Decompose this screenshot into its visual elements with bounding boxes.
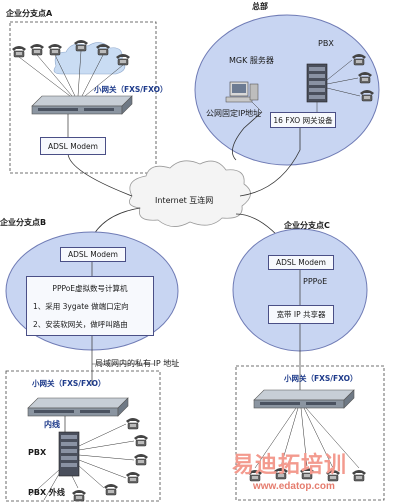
branch-a-gateway-label: 小网关（FXS/FXO）: [94, 85, 168, 94]
watermark-url: www.edatop.com: [253, 481, 335, 492]
branch-b-pppoe-line2: 2、安装软网关，做呼叫路由: [33, 319, 128, 329]
branch-b-pbx-outer-label: PBX 外线: [28, 488, 65, 497]
branch-b-pbx-label: PBX: [28, 448, 47, 457]
hq-pc: [225, 81, 259, 103]
hq-fxo-box: 16 FXO 网关设备: [270, 112, 336, 128]
hq-title: 总部: [252, 2, 268, 11]
branch-b-pppoe-box: PPPoE虚拟数号计算机 1、采用 3ygate 做端口定向 2、安装软网关，做…: [26, 276, 154, 336]
internet-label: Internet 互连网: [155, 196, 214, 205]
branch-c-pppoe-label: PPPoE: [303, 277, 328, 286]
hq-fixed-ip-label: 公网固定IP地址: [206, 109, 262, 118]
branch-a-modem-box: ADSL Modem: [40, 137, 106, 155]
branch-a-title: 企业分支点A: [6, 9, 53, 18]
branch-b-pbx-cabinet: [58, 431, 80, 477]
branch-b-phone-lines: [29, 423, 135, 501]
branch-c-title: 企业分支点C: [284, 221, 330, 230]
branch-c-frame: [235, 365, 385, 501]
branch-a-phone-lines: [18, 50, 124, 97]
branch-c-gateway-label: 小网关（FXS/FXO）: [284, 374, 358, 383]
branch-b-phones: [71, 417, 149, 502]
branch-b-inner-line-label: 内线: [44, 420, 60, 429]
hq-pbx-cabinet: [306, 63, 328, 103]
branch-b-gateway-device: [27, 397, 129, 417]
branch-b-pppoe-line1: 1、采用 3ygate 做端口定向: [33, 301, 129, 311]
branch-c-gateway-device: [253, 389, 355, 409]
branch-b-modem-box: ADSL Modem: [60, 247, 126, 262]
branch-c-modem-box: ADSL Modem: [268, 255, 334, 270]
branch-b-title: 企业分支点B: [0, 218, 47, 227]
branch-b-private-ip-label: 局域网内的私有 IP 地址: [95, 359, 180, 368]
internet-cloud: [128, 160, 251, 227]
branch-c-share-box: 宽带 IP 共享器: [268, 305, 334, 324]
branch-b-gateway-label: 小网关（FXS/FXO）: [32, 379, 106, 388]
branch-a-frame: [9, 21, 157, 174]
hq-mgk-label: MGK 服务器: [229, 56, 274, 65]
branch-b-pppoe-title: PPPoE虚拟数号计算机: [52, 283, 128, 293]
watermark-brand: 易迪拓培训: [232, 453, 348, 478]
hq-pbx-label: PBX: [318, 39, 334, 48]
branch-a-gateway-device: [31, 95, 133, 115]
branch-a-cloud: [53, 42, 126, 75]
hq-ellipse: [194, 14, 380, 166]
branch-c-phone-lines: [254, 407, 360, 469]
